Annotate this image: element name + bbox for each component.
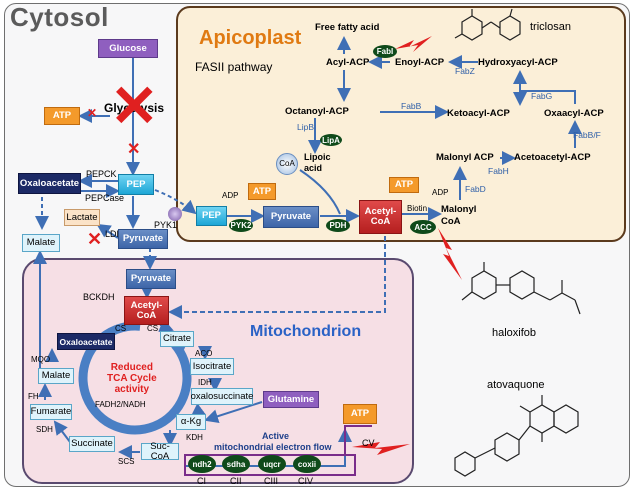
atovaquone-label: atovaquone bbox=[487, 379, 545, 391]
active-label: Active bbox=[262, 431, 290, 441]
ldh-label: LDH bbox=[105, 229, 124, 239]
oxaacyl-acp-label: Oxaacyl-ACP bbox=[544, 108, 604, 119]
ldh-block-icon: ✕ bbox=[87, 229, 103, 249]
block-x-icon: ✕ bbox=[127, 141, 141, 158]
pepck-label: PEPCK bbox=[86, 169, 117, 179]
fh-label: FH bbox=[28, 392, 39, 401]
isocitrate-node: Isocitrate bbox=[190, 358, 234, 375]
octanoyl-acp-label: Octanoyl-ACP bbox=[285, 106, 349, 117]
acetoacetyl-acp-label: Acetoacetyl-ACP bbox=[514, 152, 591, 163]
ndh2-complex: ndh2 bbox=[188, 455, 216, 473]
fabh-label: FabH bbox=[488, 166, 509, 176]
ciii-label: CIII bbox=[264, 476, 279, 486]
malate-node: Malate bbox=[22, 234, 60, 252]
idh-label: IDH bbox=[198, 378, 212, 387]
atp-mito-node: ATP bbox=[343, 404, 377, 424]
enoyl-acp-label: Enoyl-ACP bbox=[395, 57, 445, 68]
fabz-label: FabZ bbox=[455, 66, 475, 76]
apicoplast-subtitle: FASII pathway bbox=[195, 60, 273, 74]
bckdh-label: BCKDH bbox=[83, 292, 115, 302]
fadh-nadh-label: FADH2/NADH bbox=[95, 400, 146, 409]
block-x-icon: ✕ bbox=[87, 106, 98, 120]
mqo-label: MQO bbox=[31, 355, 51, 364]
acetyl-coa-apicoplast-node: Acetyl- CoA bbox=[359, 200, 402, 234]
cii-label: CII bbox=[230, 476, 242, 486]
atp-node: ATP bbox=[248, 183, 276, 200]
reduced-tca-label: Reduced TCA Cycle activity bbox=[107, 362, 157, 395]
alpha-kg-node: α-Kg bbox=[176, 414, 206, 430]
cytosol-title: Cytosol bbox=[10, 2, 109, 32]
biotin-label: Biotin bbox=[407, 204, 428, 213]
etc-label: mitochondrial electron flow bbox=[214, 442, 332, 452]
pdh-enzyme: PDH bbox=[326, 219, 350, 232]
pyk1-label: PYK1 bbox=[154, 220, 178, 230]
pyruvate-apicoplast-node: Pyruvate bbox=[263, 206, 319, 228]
acetyl-coa-mito-node: Acetyl- CoA bbox=[124, 296, 169, 325]
glycolysis-label: Glycolysis bbox=[104, 101, 165, 115]
ci-label: CI bbox=[197, 476, 206, 486]
lipb-label: LipB bbox=[297, 122, 315, 132]
fabd-label: FabD bbox=[465, 184, 486, 194]
oxaloacetate-node: Oxaloacetate bbox=[18, 173, 81, 194]
malonyl-acp-label: Malonyl ACP bbox=[436, 152, 494, 163]
atp-node: ATP bbox=[44, 107, 80, 125]
pyk2-enzyme: PYK2 bbox=[229, 219, 253, 232]
lipoic-acid-label: Lipoic acid bbox=[304, 152, 331, 173]
pyruvate-mito-node: Pyruvate bbox=[126, 269, 176, 289]
ketoacyl-acp-label: Ketoacyl-ACP bbox=[447, 108, 510, 119]
pep-node: PEP bbox=[118, 174, 154, 195]
haloxifob-label: haloxifob bbox=[492, 327, 537, 339]
atp-node: ATP bbox=[389, 177, 419, 193]
cs-label: CS bbox=[115, 324, 127, 333]
adp-label: ADP bbox=[432, 188, 449, 197]
succinate-node: Succinate bbox=[69, 436, 115, 452]
free-fatty-acid-label: Free fatty acid bbox=[315, 22, 380, 33]
fabg-label: FabG bbox=[531, 91, 553, 101]
civ-label: CIV bbox=[298, 476, 314, 486]
glucose-node: Glucose bbox=[98, 39, 158, 58]
glycolysis-block-icon: ✕ bbox=[110, 74, 159, 139]
fabb-label: FabB bbox=[401, 101, 422, 111]
malate-mito-node: Malate bbox=[38, 368, 74, 384]
lactate-node: Lactate bbox=[64, 209, 100, 226]
citrate-node: Citrate bbox=[160, 331, 194, 347]
cs-label: CS bbox=[147, 324, 159, 333]
sdh-label: SDH bbox=[36, 425, 53, 434]
kdh-label: KDH bbox=[186, 433, 203, 442]
glutamine-node: Glutamine bbox=[263, 391, 319, 408]
uqcr-complex: uqcr bbox=[258, 455, 286, 473]
fumarate-node: Fumarate bbox=[30, 404, 72, 420]
mitochondrion-title: Mitochondrion bbox=[250, 323, 362, 340]
pepcase-label: PEPCase bbox=[85, 193, 125, 203]
pyruvate-node: Pyruvate bbox=[118, 229, 168, 249]
lipa-enzyme: LipA bbox=[320, 134, 342, 146]
fabbf-label: FabB/F bbox=[573, 130, 601, 140]
hydroxyacyl-acp-label: Hydroxyacyl-ACP bbox=[478, 57, 558, 68]
acc-enzyme: ACC bbox=[410, 220, 436, 234]
adp-label: ADP bbox=[222, 191, 239, 200]
cv-label: CV bbox=[362, 438, 375, 448]
coxii-complex: coxii bbox=[293, 455, 321, 473]
sdha-complex: sdha bbox=[222, 455, 250, 473]
suc-coa-node: Suc-CoA bbox=[141, 441, 179, 461]
acyl-acp-label: Acyl-ACP bbox=[326, 57, 370, 68]
oxalosuccinate-node: oxalosuccinate bbox=[191, 388, 253, 405]
coa-node: CoA bbox=[276, 153, 298, 175]
scs-label: SCS bbox=[118, 457, 135, 466]
triclosan-label: triclosan bbox=[530, 21, 571, 33]
oxaloacetate-mito-node: Oxaloacetate bbox=[57, 333, 115, 350]
malonyl-coa-label: Malonyl CoA bbox=[441, 204, 477, 227]
pep-apicoplast-node: PEP bbox=[196, 206, 227, 226]
apicoplast-title: Apicoplast bbox=[199, 27, 302, 49]
aco-label: ACO bbox=[195, 349, 213, 358]
transporter-icon bbox=[168, 207, 182, 221]
fabi-enzyme: FabI bbox=[373, 45, 397, 58]
